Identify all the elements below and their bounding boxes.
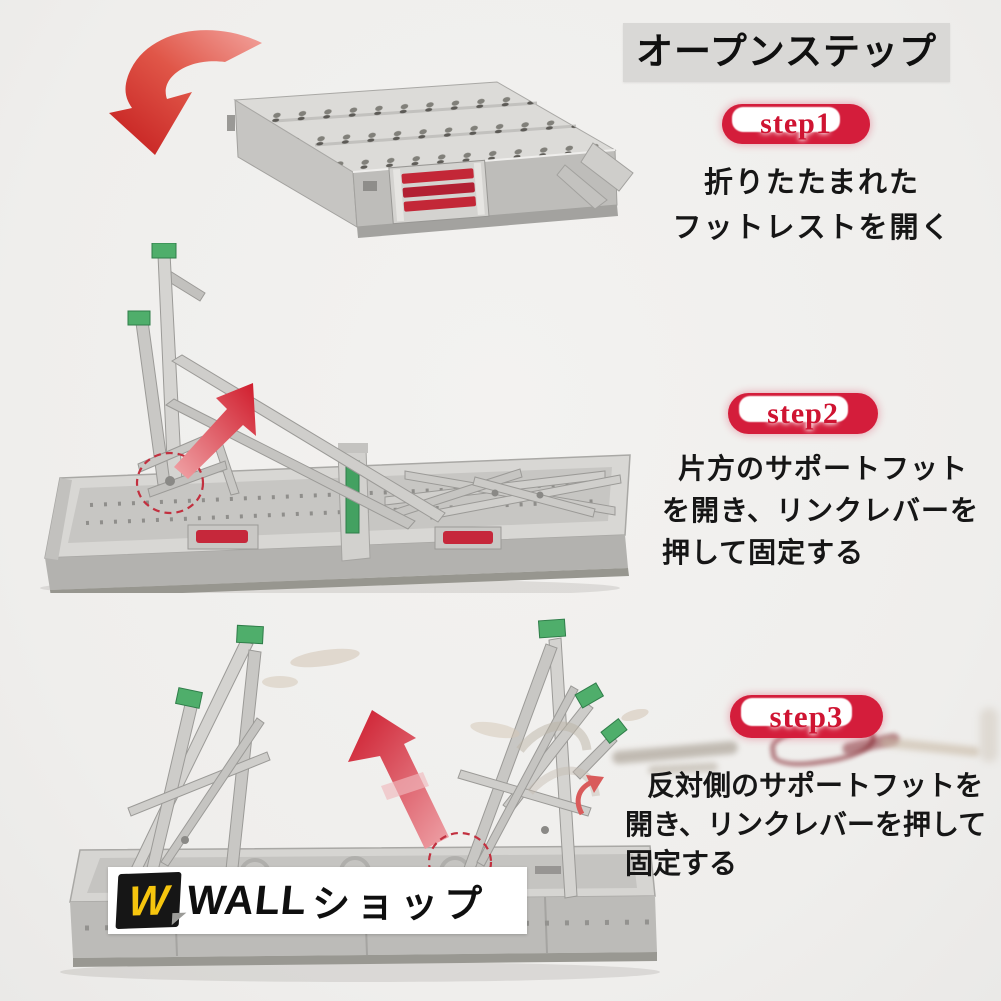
lever-highlight-dashed-circle (135, 451, 205, 515)
step2-badge: step2 (728, 393, 878, 434)
foot-cap-green (574, 682, 605, 709)
shop-logo-watermark: W WALL ショップ (108, 867, 527, 934)
red-arrow-up-right (174, 383, 256, 479)
step3-badge-highlight (740, 698, 853, 726)
foot-cap-green (600, 718, 628, 744)
step3-both-support-feet-open-photo (60, 618, 660, 982)
lever-highlight-dashed-circle (427, 831, 493, 893)
step3-description: 反対側のサポートフットを 開き、リンクレバーを押して 固定する (625, 767, 1001, 884)
step1-line1: 折りたたまれた (703, 167, 921, 199)
red-hinge-straps (388, 159, 490, 225)
step1-badge: step1 (722, 104, 870, 144)
foot-cap-green (236, 624, 264, 645)
step3-badge: step3 (730, 695, 883, 738)
folded-platform (227, 81, 634, 238)
logo-brand-text: WALL (184, 877, 310, 923)
left-support-foot (116, 624, 271, 899)
step1-line2: フットレストを開く (672, 212, 952, 244)
small-red-arrow (575, 775, 604, 816)
link-lever-latch-left (196, 530, 248, 543)
step2-line2: を開き、リンクレバーを (662, 496, 980, 527)
watermark-remnant (879, 736, 981, 758)
step2-line1: 片方のサポートフット (678, 454, 969, 485)
foot-cap-green (175, 687, 203, 709)
step3-line1: 反対側のサポートフットを (647, 771, 984, 802)
step3-badge-label: step3 (769, 699, 844, 734)
watermark-remnant (980, 708, 998, 762)
step1-folded-footrest-photo (109, 30, 634, 238)
step2-badge-label: step2 (767, 397, 839, 430)
watermark-smudges (262, 648, 649, 797)
foot-cap-green (127, 310, 151, 326)
step2-line3: 押して固定する (662, 538, 865, 569)
red-arrow-up-left (348, 710, 449, 849)
step1-badge-highlight (732, 106, 841, 133)
title-banner: オープンステップ (623, 23, 950, 82)
folded-leg-truss (384, 468, 622, 520)
step1-description: 折りたたまれた フットレストを開く (622, 161, 1001, 251)
page-title: オープンステップ (635, 32, 938, 73)
base-tray (44, 454, 631, 593)
red-curved-arrow (109, 30, 262, 155)
logo-suffix-text: ショップ (312, 884, 489, 926)
step3-line2: 開き、リンクレバーを押して (625, 810, 987, 841)
step2-description: 片方のサポートフット を開き、リンクレバーを 押して固定する (662, 449, 994, 575)
foot-cap-green (537, 618, 567, 639)
logo-w-tile: W (115, 871, 187, 930)
red-arrow-segment (381, 772, 429, 800)
foot-cap-green (151, 243, 177, 259)
step2-badge-highlight (738, 395, 848, 423)
link-lever-latch-right (443, 531, 493, 544)
step1-badge-label: step1 (760, 107, 832, 140)
logo-monogram: W (127, 875, 170, 925)
step2-one-support-foot-open-photo (40, 243, 631, 593)
step3-line3: 固定する (625, 849, 738, 880)
